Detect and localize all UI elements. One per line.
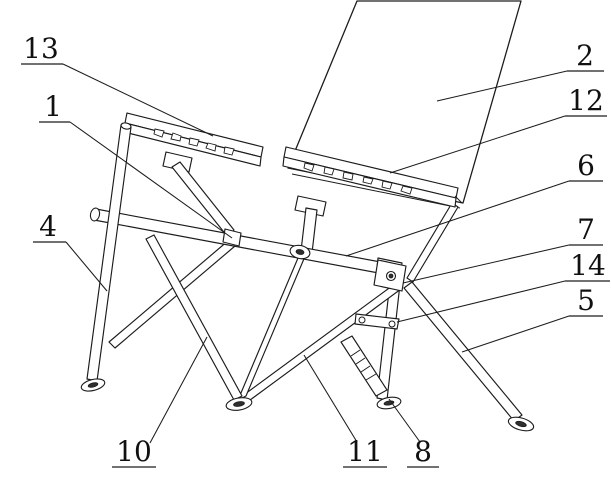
gas-strut-cylinder xyxy=(340,335,388,397)
rail-slot xyxy=(205,142,217,152)
part-label-group-12: 12 xyxy=(389,84,607,174)
support-tube-left xyxy=(171,161,235,237)
part-number-7: 7 xyxy=(577,213,595,246)
link-bracket xyxy=(354,313,400,330)
link-bracket-pivot-left xyxy=(358,316,366,324)
backrest-strut xyxy=(406,202,459,283)
foot-hole xyxy=(515,420,527,428)
rail-slot xyxy=(362,176,374,185)
part-label-group-4: 4 xyxy=(33,210,108,292)
part-number-4: 4 xyxy=(39,210,57,243)
part-number-6: 6 xyxy=(577,149,595,182)
part-number-12: 12 xyxy=(568,84,604,117)
leader-line-14 xyxy=(396,280,566,323)
part-label-group-14: 14 xyxy=(396,249,610,323)
part-number-5: 5 xyxy=(577,284,595,317)
part-number-13: 13 xyxy=(23,32,59,65)
rail-slot xyxy=(223,146,235,156)
leader-line-1 xyxy=(69,121,233,239)
rail-slot xyxy=(400,185,413,195)
leader-line-7 xyxy=(402,244,570,284)
gas-strut-hatch-3 xyxy=(360,365,371,373)
gas-strut-hatch-4 xyxy=(365,373,377,381)
leader-line-8 xyxy=(388,398,421,443)
gas-strut xyxy=(340,335,388,397)
rail-slot xyxy=(153,128,165,138)
part-label-group-8: 8 xyxy=(388,398,439,468)
leader-line-10 xyxy=(149,336,208,444)
crossbar-hub-hole xyxy=(295,249,305,255)
leader-line-13 xyxy=(62,63,214,137)
rear-hinge-pivot-hole xyxy=(388,273,394,279)
leader-line-11 xyxy=(303,354,358,443)
part-number-1: 1 xyxy=(44,90,62,123)
backrest-panel xyxy=(287,0,522,209)
seat-rail-left xyxy=(123,112,264,173)
gas-strut-hatch-2 xyxy=(355,357,366,365)
part-label-group-11: 11 xyxy=(303,354,387,468)
link-bracket-plate xyxy=(354,313,400,330)
part-label-group-6: 6 xyxy=(345,149,603,257)
leader-line-5 xyxy=(461,315,570,353)
foot-hole xyxy=(87,382,99,388)
foot-front-left xyxy=(80,378,106,392)
part-label-group-10: 10 xyxy=(112,336,208,468)
foot-rear-right xyxy=(507,416,535,432)
front-left-leg-cap xyxy=(120,122,132,130)
part-number-14: 14 xyxy=(570,249,606,282)
backrest-surface xyxy=(287,0,522,204)
rail-slot xyxy=(188,137,200,147)
rail-slot xyxy=(170,132,182,142)
part-number-11: 11 xyxy=(347,435,383,468)
rail-slot xyxy=(342,171,354,181)
rail-hinge-left xyxy=(162,151,193,173)
backrest-thickness-line xyxy=(291,173,461,209)
seat-rail-right xyxy=(282,146,463,217)
crossbar-end-cap xyxy=(89,207,101,222)
cross-leg-left xyxy=(145,234,243,401)
foot-middle-left xyxy=(225,397,253,411)
part-label-group-13: 13 xyxy=(21,32,214,137)
leader-line-12 xyxy=(389,115,566,174)
main-crossbar xyxy=(89,207,403,283)
part-label-group-7: 7 xyxy=(402,213,603,284)
part-number-8: 8 xyxy=(414,435,432,468)
part-number-2: 2 xyxy=(576,39,594,72)
part-label-group-1: 1 xyxy=(39,90,233,239)
rail-end-joint-line xyxy=(454,195,463,204)
rail-slot xyxy=(381,180,393,190)
rail-hinge-right xyxy=(294,195,327,217)
foot-hole xyxy=(233,401,245,407)
leader-line-2 xyxy=(436,70,568,102)
cross-brace-left xyxy=(108,239,236,349)
rear-hinge-assembly xyxy=(373,259,407,292)
leader-line-6 xyxy=(345,180,570,257)
part-number-10: 10 xyxy=(116,435,152,468)
leader-line-4 xyxy=(65,241,108,292)
part-label-group-2: 2 xyxy=(436,39,604,102)
gas-strut-hatch-1 xyxy=(350,349,361,357)
rail-slot xyxy=(303,162,315,172)
part-label-group-5: 5 xyxy=(461,284,603,353)
link-bracket-pivot-right xyxy=(388,320,396,328)
rail-slot xyxy=(323,166,335,176)
